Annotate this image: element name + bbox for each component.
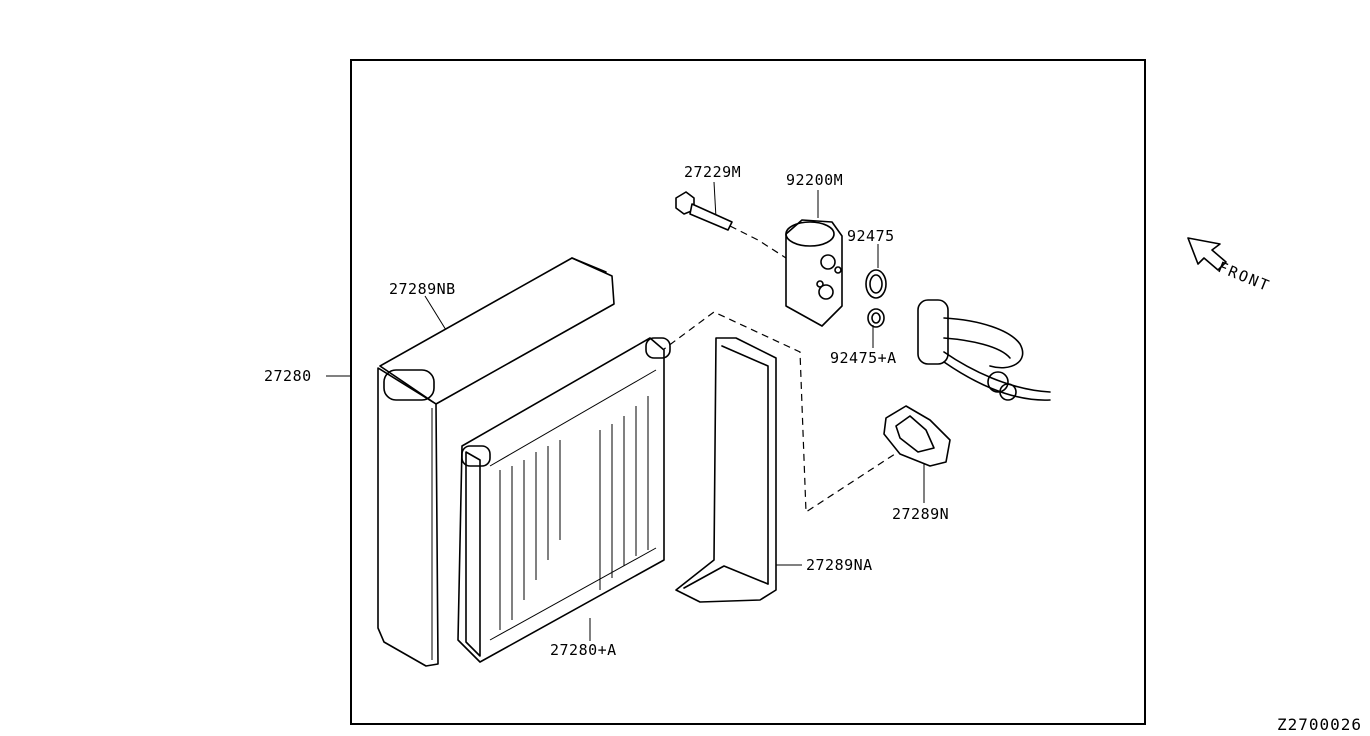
diagram-code: Z2700026 xyxy=(1276,715,1362,734)
evaporator-housing xyxy=(377,257,615,667)
label-27280: 27280 xyxy=(264,367,312,385)
label-92475: 92475 xyxy=(847,227,895,245)
front-arrow-icon xyxy=(1187,237,1227,271)
side-seal xyxy=(675,337,777,603)
bolt xyxy=(675,191,733,231)
leader-lines xyxy=(326,181,925,641)
label-92475-A: 92475+A xyxy=(830,349,897,367)
evaporator-piping xyxy=(917,299,1051,401)
label-27280-A: 27280+A xyxy=(550,641,617,659)
label-27229M: 27229M xyxy=(684,163,742,181)
dashed-guides xyxy=(659,225,899,514)
label-27289N: 27289N xyxy=(892,505,950,523)
grommet xyxy=(883,405,951,467)
o-rings xyxy=(865,269,887,328)
label-27289NB: 27289NB xyxy=(389,280,456,298)
evaporator-core xyxy=(457,337,671,663)
label-27289NA: 27289NA xyxy=(806,556,873,574)
diagram-frame xyxy=(350,59,1146,725)
label-92200M: 92200M xyxy=(786,171,844,189)
expansion-valve xyxy=(785,219,843,327)
